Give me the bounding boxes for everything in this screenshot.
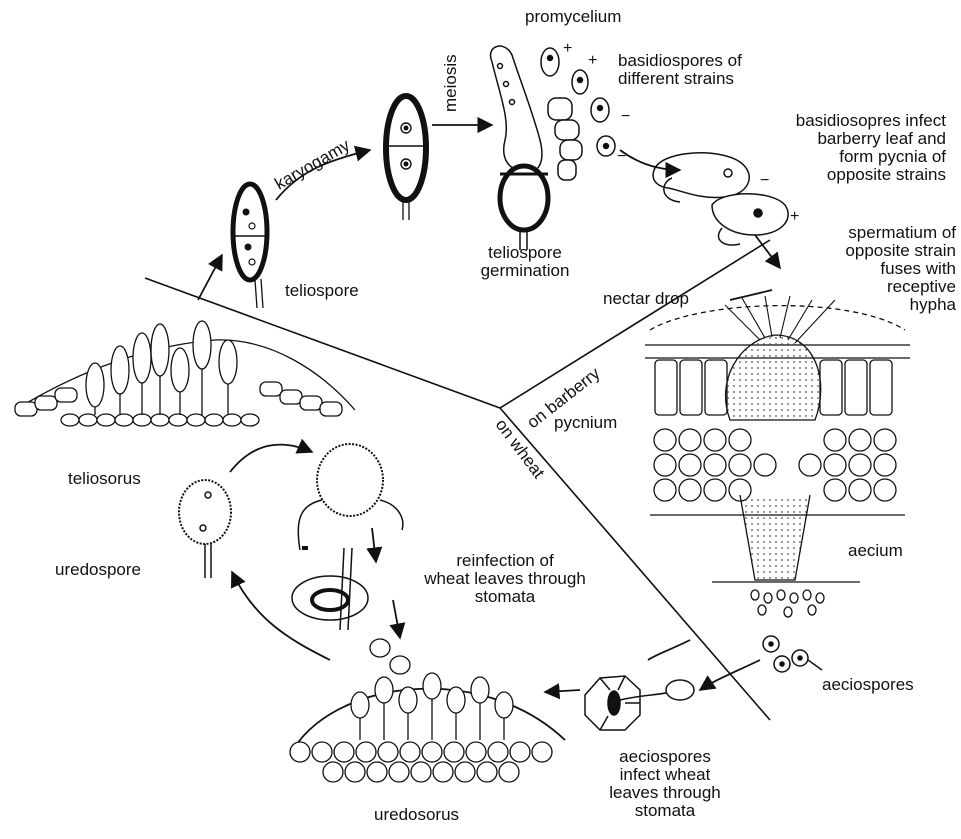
arrow-germ-to-stoma xyxy=(372,528,376,562)
sign-plus-3: + xyxy=(790,208,799,226)
label-uredospore: uredospore xyxy=(55,561,141,579)
label-reinfection: reinfection of wheat leaves through stom… xyxy=(405,552,605,606)
teliosorus-spores xyxy=(86,321,237,415)
label-basidiospores-infect: basidiosopres infect barberry leaf and f… xyxy=(718,112,946,184)
spongy-mesophyll xyxy=(654,429,896,501)
aecium-spore-chains xyxy=(751,590,824,617)
arrow-to-spermatium xyxy=(755,235,780,268)
arrow-aecium-to-wheat xyxy=(648,640,690,660)
sign-minus-2: − xyxy=(617,148,626,166)
arrow-aeciospores-to-stoma xyxy=(700,660,760,690)
germinating-uredospore-figure xyxy=(298,444,403,550)
arrow-reinfection xyxy=(393,600,400,638)
label-uredosorus: uredosorus xyxy=(374,806,459,824)
uredosorus-spores xyxy=(351,639,513,740)
label-teliosorus: teliosorus xyxy=(68,470,141,488)
label-aecium: aecium xyxy=(848,542,903,560)
barberry-leaf-section xyxy=(645,296,910,617)
label-meiosis: meiosis xyxy=(442,54,460,112)
sign-minus-3: − xyxy=(760,172,769,190)
sign-minus-1: − xyxy=(621,108,630,126)
uredospore-figure xyxy=(179,480,231,578)
uredosorus-figure xyxy=(290,639,565,782)
label-spermatium: spermatium of opposite strain fuses with… xyxy=(800,224,956,314)
label-basidiospores-strains: basidiospores of different strains xyxy=(618,52,742,88)
arrow-uredospore-germination xyxy=(230,445,312,472)
diploid-teliospore-figure xyxy=(386,96,426,220)
label-aeciospores-infect: aeciospores infect wheat leaves through … xyxy=(585,748,745,820)
sign-plus-1: + xyxy=(563,40,572,58)
host-divider-lines xyxy=(145,240,770,720)
uredosorus-host-cells xyxy=(290,742,552,782)
teliospore-figure xyxy=(233,184,267,308)
aeciospores-figure xyxy=(763,636,822,672)
label-teliospore: teliospore xyxy=(285,282,359,300)
label-teliospore-germination: teliospore germination xyxy=(470,244,580,280)
germinating-teliospore-figure xyxy=(491,46,615,250)
label-pycnium: pycnium xyxy=(554,414,617,432)
arrow-stoma-to-uredosorus xyxy=(545,690,580,692)
sign-plus-2: + xyxy=(588,52,597,70)
label-promycelium: promycelium xyxy=(525,8,621,26)
arrow-teliosorus-to-teliospore xyxy=(198,255,222,300)
label-aeciospores: aeciospores xyxy=(822,676,914,694)
label-nectar-drop: nectar drop xyxy=(603,290,689,308)
stomatal-entry-figure xyxy=(292,548,368,630)
stoma-infection-figure xyxy=(585,676,694,730)
